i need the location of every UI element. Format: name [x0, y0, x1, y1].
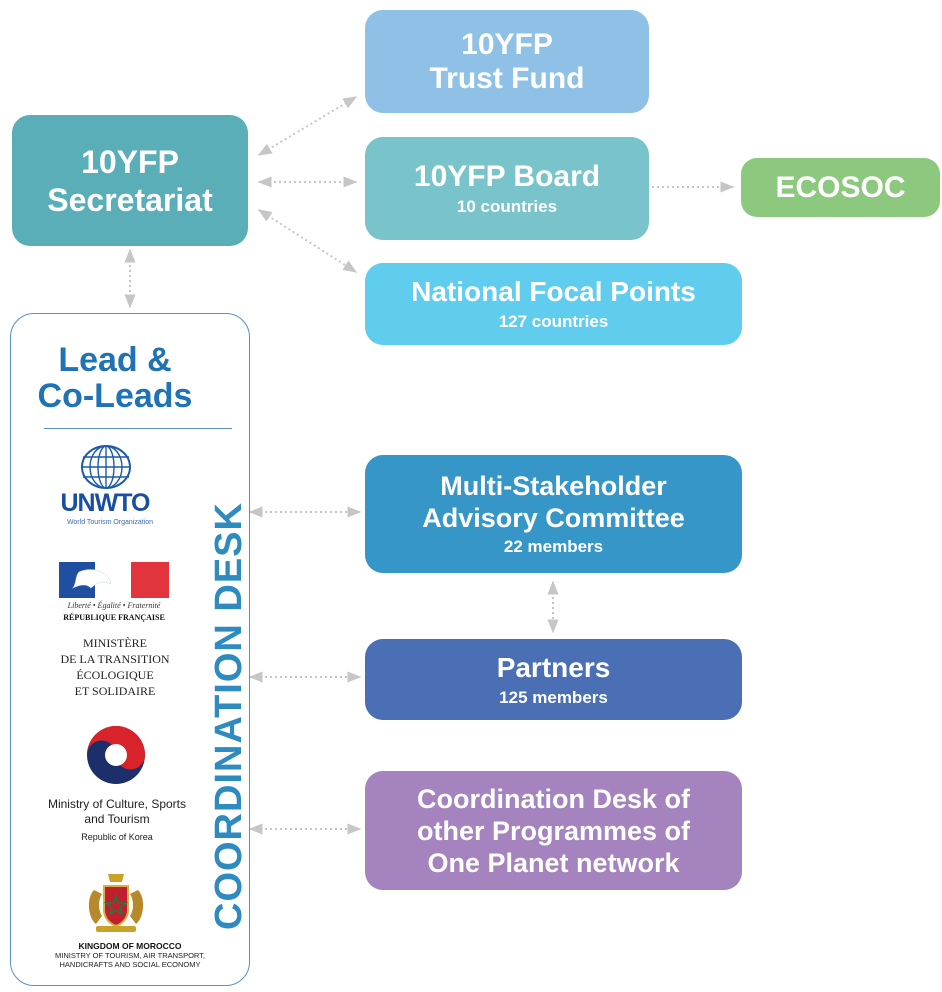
secretariat-line2: Secretariat [47, 181, 213, 218]
coordination-desk-vertical-label: COORDINATION DESK [208, 502, 250, 930]
board-box: 10YFP Board 10 countries [365, 137, 649, 240]
lead-colead-title: Lead & Co-Leads [30, 342, 200, 414]
masc-sub: 22 members [503, 537, 604, 556]
partners-box: Partners 125 members [365, 639, 742, 720]
france-ministry-l1: MINISTÈRE [83, 636, 147, 650]
france-ministry-l3: ÉCOLOGIQUE [76, 668, 154, 682]
other-desks-line2: other Programmes of [416, 815, 691, 846]
partners-sub: 125 members [499, 687, 608, 707]
lead-title-line2: Co-Leads [37, 377, 193, 415]
masc-box: Multi-Stakeholder Advisory Committee 22 … [365, 455, 742, 573]
trust-fund-line1: 10YFP [461, 27, 553, 61]
taegeuk-icon [87, 726, 145, 784]
morocco-l1: KINGDOM OF MOROCCO [78, 941, 182, 951]
trust-fund-line2: Trust Fund [429, 61, 585, 95]
other-desks-line1: Coordination Desk of [416, 783, 690, 814]
other-desks-box: Coordination Desk of other Programmes of… [365, 771, 742, 890]
board-sub: 10 countries [456, 196, 558, 216]
morocco-coat-of-arms-icon [88, 874, 144, 932]
morocco-l3: HANDICRAFTS AND SOCIAL ECONOMY [59, 960, 201, 969]
unwto-sub: World Tourism Organization [66, 519, 154, 526]
arrow-secretariat-trustfund [257, 96, 358, 156]
masc-line1: Multi-Stakeholder [440, 471, 667, 501]
secretariat-box: 10YFP Secretariat [12, 115, 248, 246]
unwto-globe-icon [81, 445, 131, 489]
trust-fund-box: 10YFP Trust Fund [365, 10, 649, 113]
unwto-name: UNWTO [60, 489, 151, 517]
france-republic: RÉPUBLIQUE FRANÇAISE [63, 613, 165, 622]
korea-l1: Ministry of Culture, Sports [47, 797, 187, 811]
partners-title: Partners [496, 651, 611, 683]
coordination-desk-panel [10, 313, 250, 986]
korea-l3: Republic of Korea [81, 832, 153, 842]
france-motto: Liberté • Égalité • Fraternité [67, 601, 161, 610]
focal-points-title: National Focal Points [411, 276, 696, 307]
ecosoc-box: ECOSOC [741, 158, 940, 217]
korea-l2: and Tourism [84, 812, 150, 826]
france-ministry-l2: DE LA TRANSITION [60, 652, 170, 666]
focal-points-box: National Focal Points 127 countries [365, 263, 742, 345]
lead-divider [44, 428, 232, 429]
lead-title-line1: Lead & [58, 341, 172, 379]
board-title: 10YFP Board [413, 159, 601, 193]
other-desks-line3: One Planet network [427, 847, 680, 878]
morocco-l2: MINISTRY OF TOURISM, AIR TRANSPORT, [54, 951, 206, 960]
ecosoc-title: ECOSOC [775, 170, 906, 204]
secretariat-line1: 10YFP [81, 143, 179, 180]
focal-points-sub: 127 countries [498, 312, 609, 331]
arrow-secretariat-focalpoints [257, 209, 358, 273]
marianne-flag-icon [59, 562, 169, 598]
masc-line2: Advisory Committee [422, 503, 685, 533]
france-ministry-l4: ET SOLIDAIRE [74, 684, 156, 698]
